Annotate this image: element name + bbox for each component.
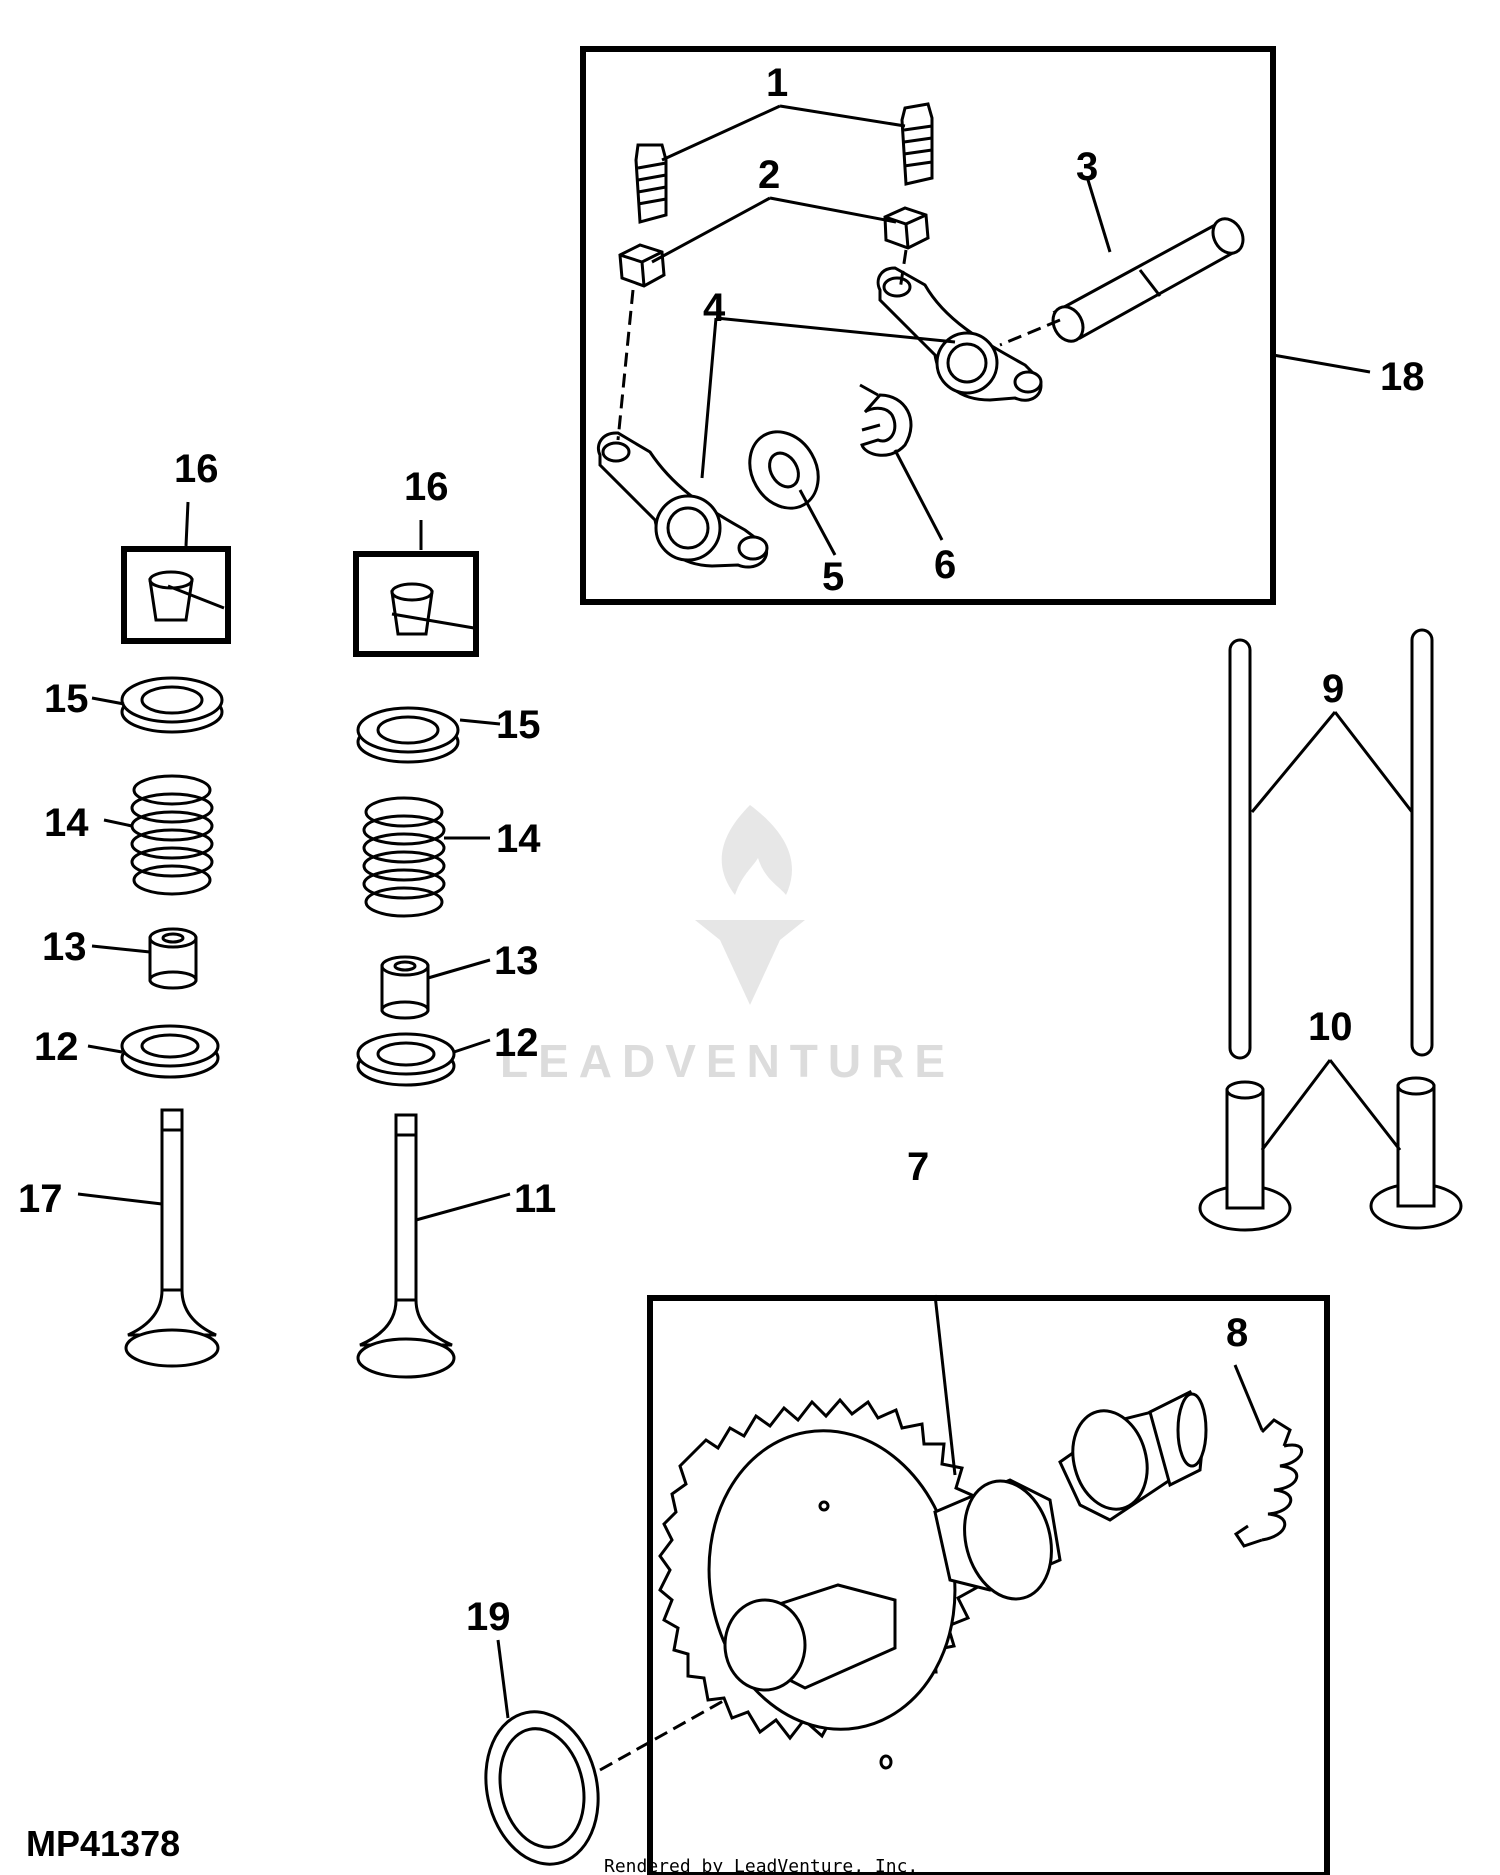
callout-4: 4 <box>703 286 726 330</box>
callout-12-left: 12 <box>34 1025 79 1069</box>
jam-nut-right <box>883 206 930 250</box>
e-clip <box>859 383 913 457</box>
callout-15-left: 15 <box>44 677 89 721</box>
camshaft <box>723 1390 1208 1692</box>
watermark-logo: LEADVENTURE <box>500 805 955 1087</box>
valve-keeper-left <box>148 570 194 622</box>
assembly-line-camshaft <box>599 1698 726 1772</box>
callout-16-left: 16 <box>174 447 219 491</box>
assembly-line-shaft <box>999 318 1061 347</box>
camshaft-thrust-washer <box>484 1710 600 1866</box>
adjusting-screw-left <box>634 143 668 224</box>
spring-seat-washer-left <box>120 1024 220 1079</box>
intake-valve <box>356 1113 456 1379</box>
rocker-arm-lower <box>596 431 769 569</box>
callout-7: 7 <box>907 1145 929 1189</box>
assembly-line-right <box>898 249 908 291</box>
callout-18: 18 <box>1380 355 1425 399</box>
callout-6: 6 <box>934 543 956 587</box>
valve-keeper-right <box>390 582 434 636</box>
assembly-line-left <box>616 289 635 441</box>
camshaft-gear <box>658 1397 983 1770</box>
rocker-shaft <box>1051 217 1245 343</box>
valve-stem-seal-left <box>148 927 198 990</box>
valve-keeper-box-right <box>353 551 479 657</box>
callout-1: 1 <box>766 61 788 105</box>
spring-retainer-left <box>120 676 224 734</box>
callout-17: 17 <box>18 1177 63 1221</box>
callout-15-right: 15 <box>496 703 541 747</box>
spring-seat-washer-right <box>356 1032 456 1087</box>
callout-13-left: 13 <box>42 925 87 969</box>
pushrod-right <box>1410 628 1434 1057</box>
valve-lifter-right <box>1369 1076 1463 1230</box>
callout-11: 11 <box>514 1177 556 1221</box>
pushrod-left <box>1228 638 1252 1060</box>
valve-keeper-box-left <box>121 546 231 644</box>
callout-8: 8 <box>1226 1311 1248 1355</box>
exhaust-valve <box>124 1108 220 1368</box>
valve-spring-left <box>130 774 214 896</box>
callout-12-right: 12 <box>494 1021 539 1065</box>
callout-14-left: 14 <box>44 801 89 845</box>
rocker-arm-upper <box>876 266 1043 402</box>
callout-19: 19 <box>466 1595 511 1639</box>
render-credit: Rendered by LeadVenture, Inc. <box>604 1856 918 1875</box>
adjusting-screw-right <box>900 102 934 186</box>
jam-nut-left <box>618 243 666 288</box>
spring-retainer-right <box>356 706 460 764</box>
valve-spring-right <box>362 796 446 918</box>
callout-13-right: 13 <box>494 939 539 983</box>
callout-3: 3 <box>1076 145 1098 189</box>
compression-release-spring <box>1233 1418 1304 1548</box>
thrust-washer <box>748 430 820 510</box>
callout-2: 2 <box>758 153 780 197</box>
watermark-text: LEADVENTURE <box>500 1035 955 1087</box>
callout-16-right: 16 <box>404 465 449 509</box>
callout-9: 9 <box>1322 667 1344 711</box>
rocker-arm-assembly-box <box>580 46 1276 605</box>
callout-5: 5 <box>822 555 844 599</box>
leader-lines <box>77 104 1414 1719</box>
valve-stem-seal-right <box>380 955 430 1020</box>
callout-10: 10 <box>1308 1005 1353 1049</box>
figure-id: MP41378 <box>26 1823 180 1864</box>
callout-14-right: 14 <box>496 817 541 861</box>
camshaft-assembly-box <box>647 1295 1330 1875</box>
valve-lifter-left <box>1198 1080 1292 1232</box>
